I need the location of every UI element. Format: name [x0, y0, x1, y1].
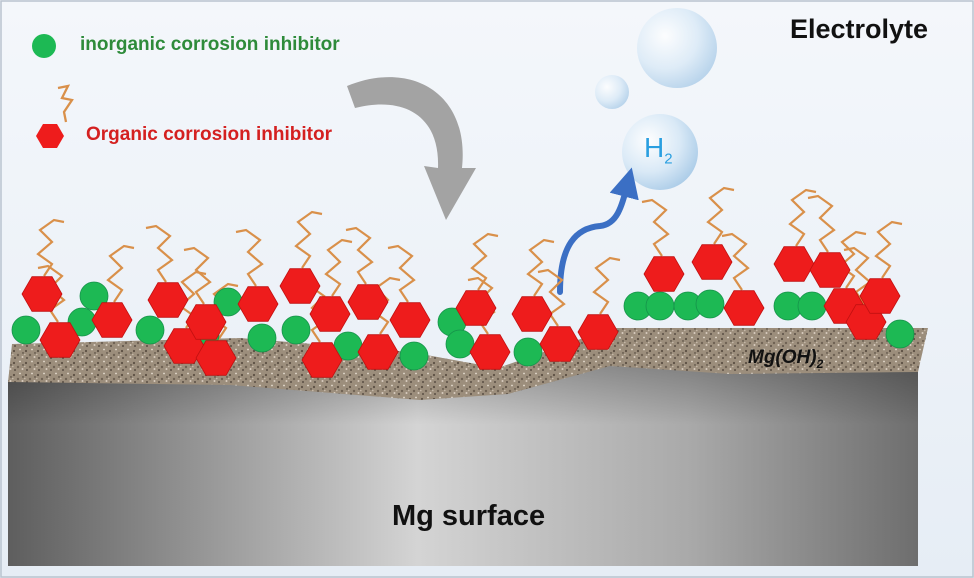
organic-inhibitor-tail: [372, 276, 401, 335]
organic-inhibitor-tail: [592, 256, 621, 315]
hydrogen-bubbles: [595, 8, 717, 190]
organic-inhibitor-tail: [706, 186, 735, 245]
electrolyte-label: Electrolyte: [790, 14, 929, 44]
organic-inhibitor-tail: [145, 224, 174, 283]
organic-inhibitor-tail: [526, 238, 555, 297]
inorganic-inhibitor-particle: [281, 315, 311, 345]
h2-subscript: 2: [664, 150, 673, 168]
organic-inhibitor-molecule: [773, 246, 815, 282]
organic-inhibitor-molecule: [301, 342, 343, 378]
inorganic-inhibitor-particle: [885, 319, 915, 349]
inhibitor-molecules: [11, 186, 915, 378]
organic-inhibitor-tail: [36, 218, 65, 277]
inorganic-inhibitor-particle: [79, 281, 109, 311]
organic-inhibitor-tail: [641, 198, 670, 257]
organic-inhibitor-molecule: [147, 282, 189, 318]
organic-inhibitor-tail: [387, 244, 416, 303]
inorganic-inhibitor-particle: [399, 341, 429, 371]
organic-inhibitor-molecule: [39, 322, 81, 358]
organic-inhibitor-tail: [294, 210, 323, 269]
legend-inorganic-label: inorganic corrosion inhibitor: [80, 34, 340, 55]
bubble-small: [595, 75, 629, 109]
organic-inhibitor-molecule: [539, 326, 581, 362]
legend-organic-icon: [36, 84, 74, 148]
organic-inhibitor-tail: [721, 232, 750, 291]
h2-release-arrow: [557, 167, 639, 295]
grey-adsorption-arrow: [347, 77, 476, 221]
organic-inhibitor-tail: [324, 238, 353, 297]
organic-inhibitor-molecule: [389, 302, 431, 338]
organic-inhibitor-molecule: [309, 296, 351, 332]
organic-inhibitor-molecule: [237, 286, 279, 322]
organic-inhibitor-tail: [807, 194, 836, 253]
inorganic-inhibitor-particle: [695, 289, 725, 319]
bubble-h2: [622, 114, 698, 190]
organic-inhibitor-molecule: [347, 284, 389, 320]
organic-inhibitor-tail: [874, 220, 903, 279]
mg-surface-label: Mg surface: [392, 500, 546, 532]
inorganic-inhibitor-particle: [247, 323, 277, 353]
organic-inhibitor-molecule: [809, 252, 851, 288]
organic-inhibitor-tail: [106, 244, 135, 303]
organic-inhibitor-molecule: [511, 296, 553, 332]
organic-inhibitor-molecule: [469, 334, 511, 370]
organic-inhibitor-molecule: [357, 334, 399, 370]
organic-inhibitor-molecule: [577, 314, 619, 350]
inorganic-inhibitor-particle: [445, 329, 475, 359]
organic-inhibitor-molecule: [723, 290, 765, 326]
organic-inhibitor-molecule: [195, 340, 237, 376]
organic-inhibitor-tail: [345, 226, 374, 285]
organic-inhibitor-tail: [183, 246, 212, 305]
h2-base: H: [644, 132, 665, 163]
h2-label: H2: [644, 132, 673, 168]
legend-organic-label: Organic corrosion inhibitor: [86, 124, 332, 145]
organic-inhibitor-molecule: [279, 268, 321, 304]
organic-inhibitor-molecule: [691, 244, 733, 280]
organic-inhibitor-tail: [235, 228, 264, 287]
organic-inhibitor-tail: [470, 232, 499, 291]
organic-inhibitor-tail: [838, 230, 867, 289]
legend-inorganic-icon: [32, 34, 56, 58]
mg-hydroxide-label: Mg(OH)2: [748, 347, 823, 371]
inorganic-inhibitor-particle: [797, 291, 827, 321]
organic-inhibitor-molecule: [859, 278, 901, 314]
organic-inhibitor-molecule: [21, 276, 63, 312]
mg-hydroxide-subscript: 2: [816, 356, 824, 371]
mg-surface-shade: [8, 364, 918, 566]
inorganic-inhibitor-particle: [135, 315, 165, 345]
inorganic-inhibitor-particle: [513, 337, 543, 367]
organic-inhibitor-tail: [788, 188, 817, 247]
mg-hydroxide-base: Mg(OH): [748, 347, 817, 368]
inorganic-inhibitor-particle: [11, 315, 41, 345]
organic-inhibitor-molecule: [455, 290, 497, 326]
mg-hydroxide-layer: [8, 328, 928, 400]
organic-inhibitor-molecule: [643, 256, 685, 292]
bubble-large: [637, 8, 717, 88]
inorganic-inhibitor-particle: [645, 291, 675, 321]
organic-inhibitor-molecule: [91, 302, 133, 338]
organic-inhibitor-molecule: [185, 304, 227, 340]
